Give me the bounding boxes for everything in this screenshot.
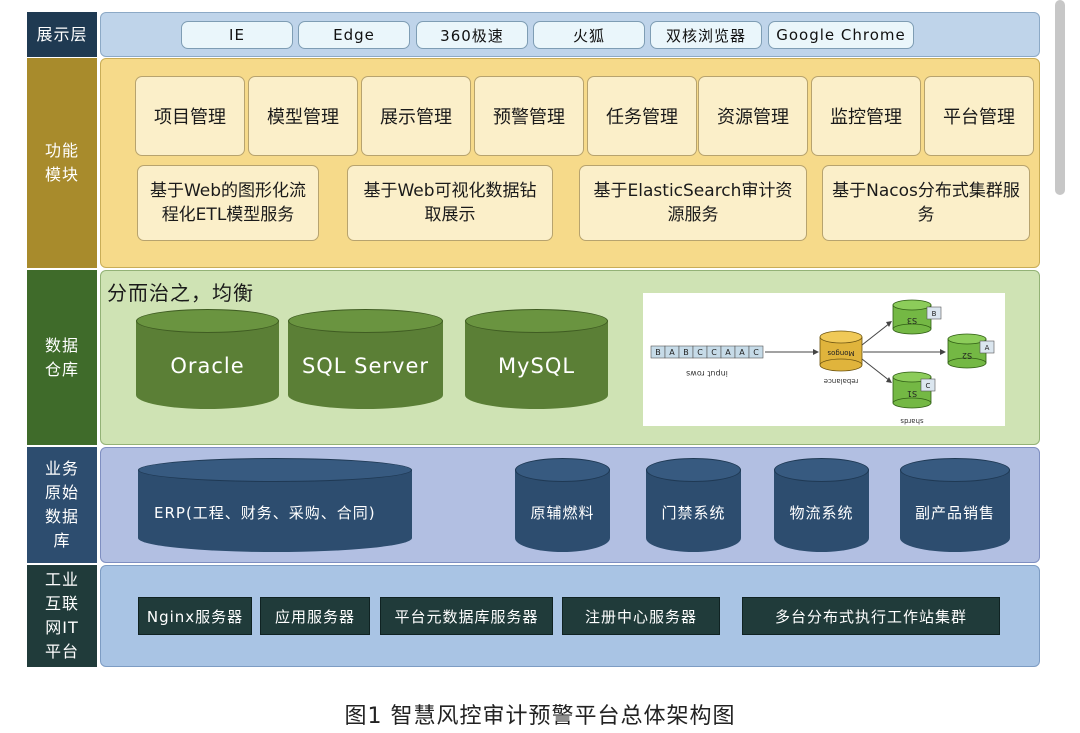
db-byproduct-sales: 副产品销售 [900,458,1010,552]
shard-s1-chunk: C [926,382,931,390]
shard-s3-chunk: B [932,310,937,318]
server-registry: 注册中心服务器 [562,597,720,635]
module-monitor: 监控管理 [811,76,921,156]
db-logistics-label: 物流系统 [789,503,854,522]
server-metadata-db: 平台元数据库服务器 [380,597,553,635]
shard-s1: S1 C [892,371,936,409]
browser-dual-core: 双核浏览器 [650,21,762,49]
module-project: 项目管理 [135,76,245,156]
browser-firefox: 火狐 [533,21,645,49]
db-mysql-label: MySQL [497,354,576,378]
input-cell: B [655,348,661,357]
db-raw-fuel: 原辅燃料 [515,458,610,552]
router-caption: rebalance [824,377,859,385]
input-cell: C [753,348,759,357]
module-platform: 平台管理 [924,76,1034,156]
db-oracle-label: Oracle [170,354,245,378]
input-cell: C [697,348,703,357]
router-label: Mongos [827,349,854,357]
db-logistics: 物流系统 [774,458,869,552]
input-cells: B A B C C A A C [650,345,764,359]
label-business: 业务原始数据库 [27,447,97,563]
db-sqlserver-label: SQL Server [301,354,430,378]
db-oracle: Oracle [136,309,279,409]
module-task: 任务管理 [587,76,697,156]
figure-caption: 图1 智慧风控审计预警平台总体架构图 [344,704,736,729]
input-rows-label: input rows [686,369,728,378]
input-cell: A [669,348,675,357]
service-etl: 基于Web的图形化流程化ETL模型服务 [137,165,319,241]
server-application: 应用服务器 [260,597,370,635]
db-access-control-label: 门禁系统 [661,503,726,522]
browser-chrome: Google Chrome [768,21,914,49]
function-layer: 项目管理 模型管理 展示管理 预警管理 任务管理 资源管理 监控管理 平台管理 … [100,58,1040,268]
label-presentation: 展示层 [27,12,97,57]
label-function: 功能模块 [27,58,97,268]
db-sqlserver: SQL Server [288,309,443,409]
server-exec-cluster: 多台分布式执行工作站集群 [742,597,1000,635]
shard-s2: S2 A [947,333,995,369]
db-byproduct-sales-label: 副产品销售 [914,503,995,522]
input-cell: C [711,348,717,357]
shards-caption: shards [900,417,924,425]
module-resource: 资源管理 [698,76,808,156]
shard-s1-label: S1 [907,389,917,398]
module-alert: 预警管理 [474,76,584,156]
label-warehouse: 数据仓库 [27,270,97,445]
browser-ie: IE [181,21,293,49]
input-cell: A [725,348,731,357]
db-erp-label: ERP(工程、财务、采购、合同) [154,503,376,522]
warehouse-layer: 分而治之，均衡 Oracle SQL Server MySQL B A B C … [100,270,1040,445]
service-drill: 基于Web可视化数据钻取展示 [347,165,553,241]
label-platform: 工业互联网IT平台 [27,565,97,667]
module-model: 模型管理 [248,76,358,156]
db-access-control: 门禁系统 [646,458,741,552]
shard-s2-label: S2 [962,351,972,360]
shard-s2-chunk: A [985,344,990,352]
input-cell: B [683,348,689,357]
input-cell: A [739,348,745,357]
db-erp: ERP(工程、财务、采购、合同) [138,458,412,552]
db-mysql: MySQL [465,309,608,409]
presentation-layer: IE Edge 360极速 火狐 双核浏览器 Google Chrome [100,12,1040,57]
db-raw-fuel-label: 原辅燃料 [530,503,595,522]
service-nacos: 基于Nacos分布式集群服务 [822,165,1030,241]
shard-figure: B A B C C A A C input rows [643,293,1005,426]
router-cylinder: Mongos [819,330,863,372]
module-display: 展示管理 [361,76,471,156]
server-nginx: Nginx服务器 [138,597,252,635]
shard-s3-label: S3 [907,316,917,325]
warehouse-heading: 分而治之，均衡 [107,281,254,305]
shard-figure-svg: B A B C C A A C input rows [650,299,995,425]
service-elasticsearch: 基于ElasticSearch审计资源服务 [579,165,807,241]
scrollbar-thumb[interactable] [1055,0,1065,195]
browser-360: 360极速 [416,21,528,49]
browser-edge: Edge [298,21,410,49]
shard-s3: S3 B [892,299,942,335]
business-layer: ERP(工程、财务、采购、合同) 原辅燃料 门禁系统 物流系统 副产品销售 [100,447,1040,563]
